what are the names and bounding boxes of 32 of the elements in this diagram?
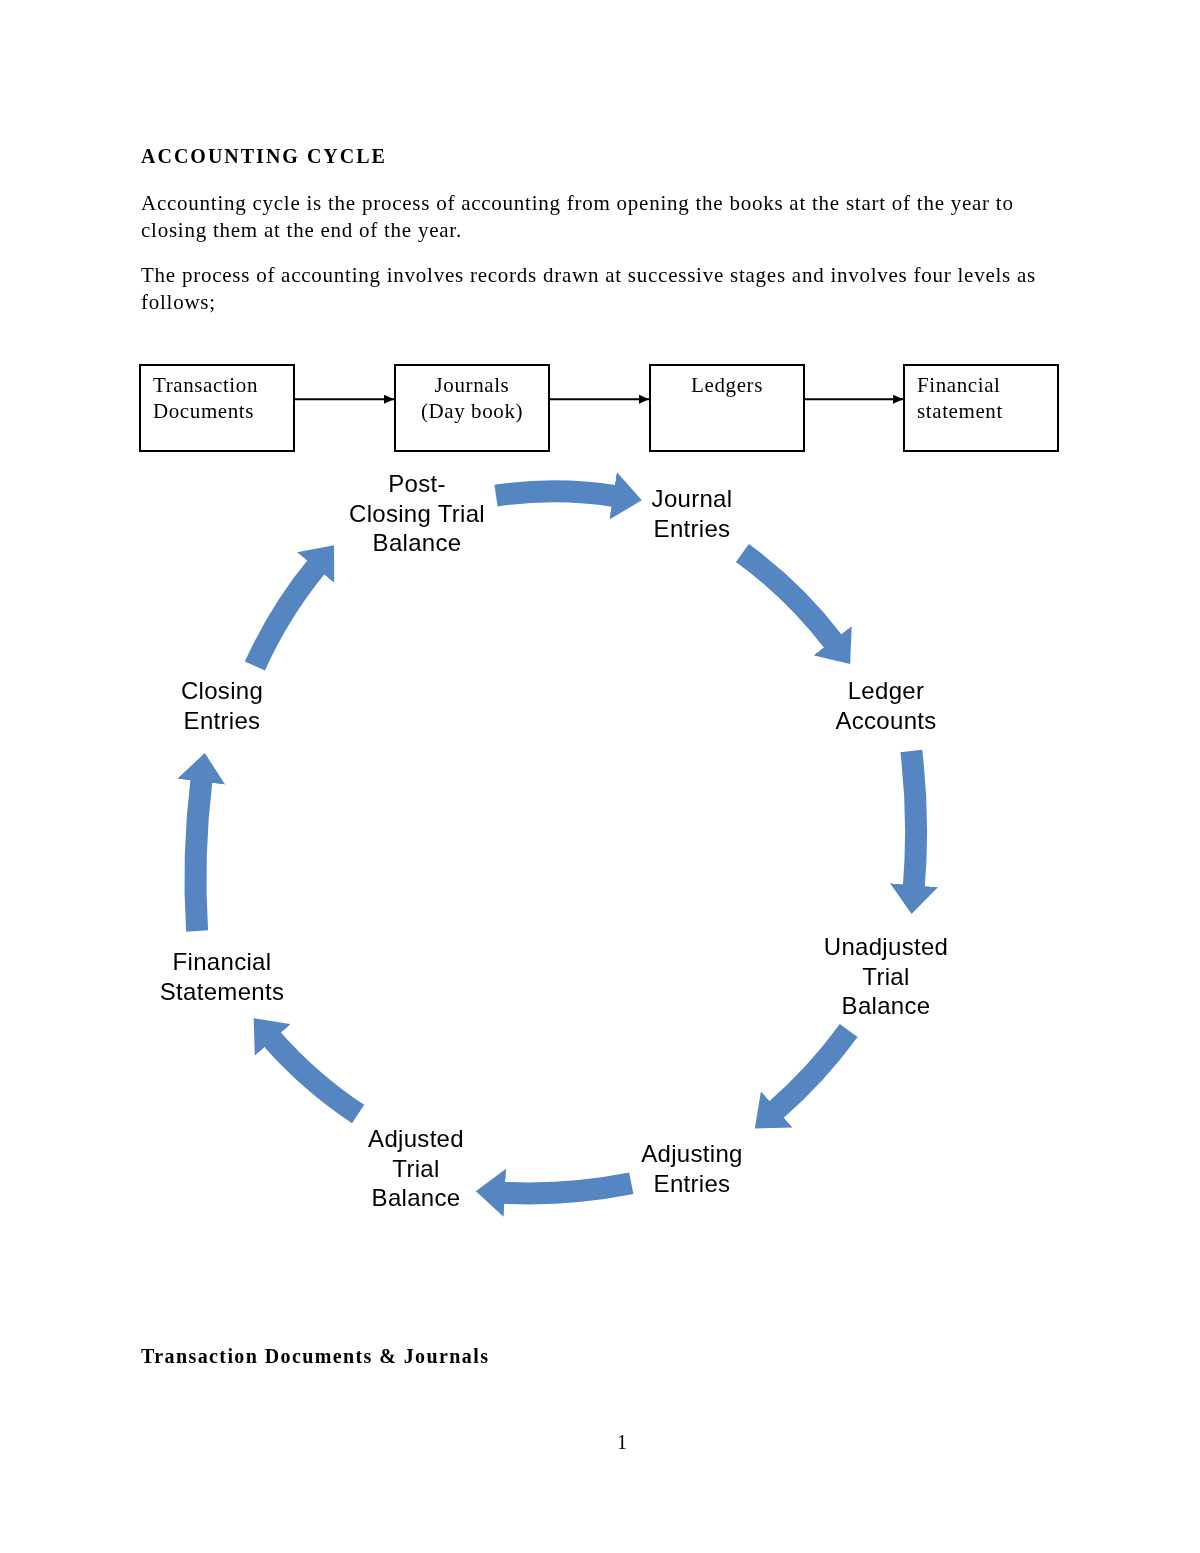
- stage-label: Unadjusted Trial Balance: [823, 932, 949, 1021]
- paragraph: Accounting cycle is the process of accounting from opening the books at the start of the year to closing them at the end of the year.: [141, 190, 1015, 244]
- stage-label: Financial Statements: [159, 947, 285, 1006]
- curved-block-arrow: [475, 1168, 634, 1217]
- stage-label: Ledger Accounts: [835, 676, 937, 735]
- process-box: [649, 364, 805, 452]
- stage-label: Adjusting Entries: [641, 1139, 743, 1198]
- box-text: Financial statement: [917, 372, 1004, 424]
- curved-block-arrow: [253, 1018, 365, 1124]
- box-text: Journals (Day book): [419, 372, 525, 424]
- page-title: ACCOUNTING CYCLE: [141, 144, 387, 168]
- stage-label: Adjusted Trial Balance: [368, 1124, 464, 1213]
- arrow: [804, 394, 904, 404]
- stage-label: Post- Closing Trial Balance: [346, 469, 488, 558]
- section-heading: Transaction Documents & Journals: [141, 1344, 490, 1368]
- page-number: 1: [617, 1430, 627, 1454]
- curved-block-arrow: [890, 749, 938, 915]
- arrow: [294, 394, 395, 404]
- arrow: [549, 394, 650, 404]
- paragraph: The process of accounting involves records drawn at successive stages and involves four levels as follows;: [141, 262, 1037, 316]
- curved-block-arrow: [244, 544, 335, 671]
- curved-block-arrow: [755, 1023, 858, 1129]
- stage-label: Closing Entries: [180, 676, 264, 735]
- curved-block-arrow: [735, 544, 852, 664]
- curved-block-arrow: [177, 752, 226, 932]
- box-text: Ledgers: [690, 372, 764, 398]
- box-text: Transaction Documents: [153, 372, 259, 424]
- curved-block-arrow: [494, 472, 642, 520]
- process-box: [903, 364, 1059, 452]
- process-box: [139, 364, 295, 452]
- stage-label: Journal Entries: [651, 484, 733, 543]
- process-box: [394, 364, 550, 452]
